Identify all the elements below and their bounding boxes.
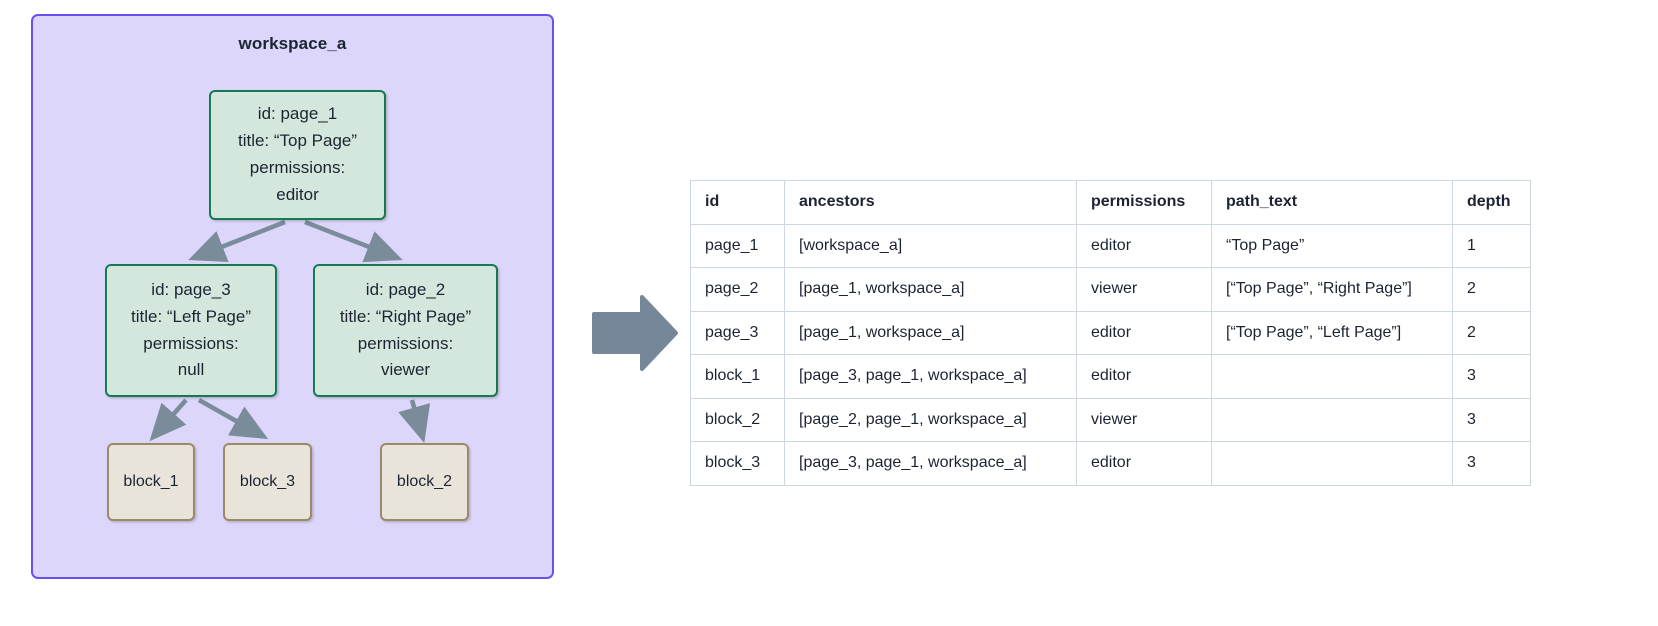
node-page_2-id: id: page_2: [365, 279, 446, 299]
column-header-permissions[interactable]: permissions: [1076, 180, 1212, 225]
cell-ancestors: [page_3, page_1, workspace_a]: [784, 354, 1077, 399]
node-page_1[interactable]: id: page_1 title: “Top Page” permissions…: [209, 90, 386, 220]
edge-page_3-to-block_1: [149, 398, 188, 442]
cell-depth: 2: [1452, 310, 1531, 355]
table-header-row: id ancestors permissions path_text depth: [690, 180, 1531, 225]
cell-ancestors: [page_3, page_1, workspace_a]: [784, 441, 1077, 486]
cell-id: page_2: [690, 267, 785, 312]
node-page_2-perm-label: permissions:: [357, 333, 454, 353]
node-block_1[interactable]: block_1: [107, 443, 195, 521]
cell-path_text: [“Top Page”, “Left Page”]: [1211, 310, 1453, 355]
cell-path_text: [“Top Page”, “Right Page”]: [1211, 267, 1453, 312]
table-row: block_2 [page_2, page_1, workspace_a] vi…: [690, 397, 1531, 442]
cell-permissions: viewer: [1076, 397, 1212, 442]
cell-ancestors: [page_1, workspace_a]: [784, 310, 1077, 355]
node-page_1-title: title: “Top Page”: [237, 131, 358, 151]
column-header-id[interactable]: id: [690, 180, 785, 225]
edge-layer: [149, 219, 431, 443]
node-page_1-perm-value: editor: [276, 184, 319, 204]
node-block_1-label: block_1: [123, 473, 179, 490]
node-page_1-perm-label: permissions:: [249, 158, 346, 177]
node-page_3-perm-label: permissions:: [143, 333, 239, 353]
cell-permissions: editor: [1076, 223, 1212, 268]
cell-id: page_1: [690, 223, 785, 268]
node-block_2[interactable]: block_2: [380, 443, 469, 521]
node-page_1-id: id: page_1: [257, 104, 338, 124]
cell-permissions: editor: [1076, 310, 1212, 355]
result-table: id ancestors permissions path_text depth…: [690, 180, 1531, 486]
table-row: page_2 [page_1, workspace_a] viewer [“To…: [690, 267, 1531, 312]
cell-ancestors: [page_2, page_1, workspace_a]: [784, 397, 1077, 442]
cell-depth: 3: [1452, 441, 1531, 486]
table-row: page_3 [page_1, workspace_a] editor [“To…: [690, 310, 1531, 355]
node-page_2-title: title: “Right Page”: [339, 306, 472, 326]
edge-page_1-to-page_2: [304, 219, 403, 263]
cell-depth: 2: [1452, 267, 1531, 312]
node-page_3-perm-value: null: [177, 360, 205, 380]
cell-path_text: [1211, 441, 1453, 486]
cell-id: block_1: [690, 354, 785, 399]
table-row: block_1 [page_3, page_1, workspace_a] ed…: [690, 354, 1531, 399]
table-row: block_3 [page_3, page_1, workspace_a] ed…: [690, 441, 1531, 486]
node-page_2-perm-value: viewer: [380, 360, 431, 380]
node-page_3-title: title: “Left Page”: [130, 306, 251, 326]
column-header-path_text[interactable]: path_text: [1211, 180, 1453, 225]
transform-arrow-icon: [592, 295, 678, 371]
cell-permissions: editor: [1076, 441, 1212, 486]
cell-permissions: viewer: [1076, 267, 1212, 312]
cell-depth: 1: [1452, 223, 1531, 268]
cell-id: page_3: [690, 310, 785, 355]
cell-permissions: editor: [1076, 354, 1212, 399]
cell-id: block_3: [690, 441, 785, 486]
edge-page_1-to-page_3: [188, 219, 286, 262]
node-block_3-label: block_3: [239, 473, 296, 490]
column-header-ancestors[interactable]: ancestors: [784, 180, 1077, 225]
cell-path_text: [1211, 397, 1453, 442]
edge-page_2-to-block_2: [398, 399, 431, 443]
cell-depth: 3: [1452, 354, 1531, 399]
table-row: page_1 [workspace_a] editor “Top Page” 1: [690, 223, 1531, 268]
cell-path_text: [1211, 354, 1453, 399]
edge-page_3-to-block_3: [197, 397, 269, 440]
node-block_3[interactable]: block_3: [223, 443, 312, 521]
cell-ancestors: [workspace_a]: [784, 223, 1077, 268]
cell-path_text: “Top Page”: [1211, 223, 1453, 268]
cell-depth: 3: [1452, 397, 1531, 442]
workspace-container: workspace_a id: page_1 title: “Top Page”…: [31, 14, 554, 579]
node-page_2[interactable]: id: page_2 title: “Right Page” permissio…: [313, 264, 498, 397]
node-block_2-label: block_2: [396, 473, 453, 490]
node-page_3[interactable]: id: page_3 title: “Left Page” permission…: [105, 264, 277, 397]
cell-id: block_2: [690, 397, 785, 442]
node-page_3-id: id: page_3: [151, 279, 231, 299]
cell-ancestors: [page_1, workspace_a]: [784, 267, 1077, 312]
workspace-title: workspace_a: [238, 34, 347, 53]
column-header-depth[interactable]: depth: [1452, 180, 1531, 225]
